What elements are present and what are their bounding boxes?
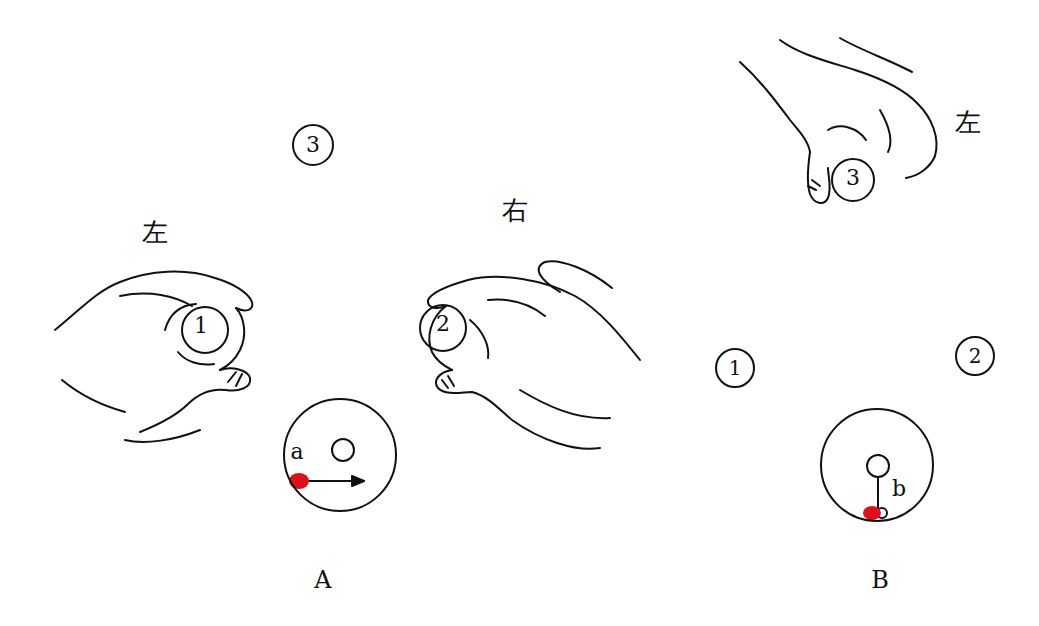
left-hand: [780, 40, 936, 156]
target-circle: b: [820, 408, 934, 522]
left-hand: [55, 272, 252, 330]
left-hand: [828, 126, 866, 140]
ball-number: 3: [846, 167, 860, 189]
numbered-ball: 1: [181, 306, 229, 354]
right-hand: [470, 320, 488, 358]
right-hand: [488, 300, 545, 316]
ball-number: 2: [436, 313, 450, 335]
numbered-ball: 1: [715, 348, 755, 388]
left-hand: [220, 308, 244, 370]
red-dot: [863, 506, 881, 520]
numbered-ball: 2: [955, 336, 995, 376]
left-hand: [840, 38, 912, 72]
right-hand: [428, 277, 640, 360]
left-hand: [906, 156, 935, 178]
numbered-ball: 3: [292, 124, 334, 166]
right-hand: [429, 306, 452, 370]
left-hand: [880, 110, 890, 152]
point-label: a: [290, 441, 303, 463]
point-label: b: [892, 478, 906, 500]
hand-label: 左: [142, 219, 168, 245]
ball-number: 3: [306, 134, 320, 156]
right-hand: [520, 390, 610, 418]
left-hand: [740, 62, 810, 152]
numbered-ball: 3: [831, 158, 875, 202]
left-hand: [808, 152, 830, 203]
left-hand: [178, 352, 214, 365]
left-hand: [808, 180, 820, 190]
target-circle: a: [283, 398, 397, 512]
left-hand: [228, 372, 242, 386]
ball-number: 1: [729, 358, 742, 378]
left-hand: [62, 380, 125, 412]
panel-label: B: [871, 568, 889, 592]
numbered-ball: 2: [419, 304, 467, 352]
right-hand: [442, 376, 454, 388]
ball-number: 1: [194, 315, 208, 337]
right-hand: [539, 261, 612, 292]
string-line: [877, 477, 879, 510]
left-hand: [140, 368, 250, 432]
inner-circle: [867, 455, 889, 477]
red-dot: [289, 473, 309, 489]
motion-arrow: [352, 476, 364, 486]
hand-label: 左: [955, 109, 981, 135]
ball-number: 2: [969, 346, 982, 366]
left-hand: [125, 430, 200, 442]
left-hand: [120, 294, 192, 306]
panel-label: A: [314, 568, 331, 592]
right-hand: [436, 370, 600, 449]
hand-label: 右: [502, 197, 528, 223]
inner-circle: [332, 439, 354, 461]
